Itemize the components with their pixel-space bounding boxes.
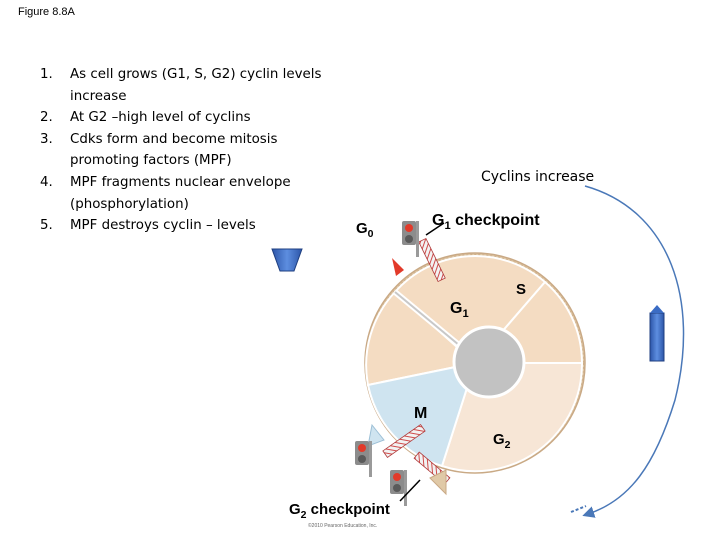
copyright-text: ©2010 Pearson Education, Inc.: [308, 523, 378, 529]
step-text: MPF fragments nuclear envelope (phosphor…: [70, 174, 291, 212]
g0-label: G0: [356, 220, 374, 240]
down-arrow-icon: [271, 248, 303, 272]
g1-subscript: 1: [462, 308, 469, 321]
g1-phase-label: G1: [450, 300, 469, 320]
g1-checkpoint-label: G1 checkpoint: [432, 212, 540, 232]
step-list: 1. As cell grows (G1, S, G2) cyclin level…: [40, 64, 330, 237]
step-number: 3.: [40, 131, 53, 147]
g1-sector-lower: [365, 290, 478, 387]
g2-subscript: 2: [504, 439, 511, 451]
g2-letter: G: [493, 431, 505, 448]
up-arrow-icon: [649, 305, 665, 362]
step-number: 5.: [40, 218, 53, 234]
cyclin-cycle-line: [582, 185, 685, 518]
figure-label: Figure 8.8A: [18, 6, 75, 18]
list-item: 5. MPF destroys cyclin – levels: [40, 215, 330, 237]
g1-sector: [393, 254, 547, 365]
g0-arrow-icon: [392, 258, 404, 276]
m-checkpoint-bar: [382, 423, 426, 459]
g0-subscript: 0: [367, 228, 374, 240]
g1-checkpoint-letter: G: [432, 212, 445, 229]
g1-checkpoint-subscript: 1: [444, 220, 451, 233]
m-arrow-icon: [367, 423, 385, 447]
m-phase-label: M: [414, 405, 428, 422]
m-traffic-light-icon: [355, 441, 372, 477]
step-text: At G2 –high level of cyclins: [70, 110, 251, 126]
cyclins-increase-label: Cyclins increase: [481, 169, 595, 185]
list-item: 2. At G2 –high level of cyclins: [40, 107, 330, 129]
g1-letter: G: [450, 300, 463, 317]
g2-arrow-icon: [429, 469, 447, 496]
step-number: 1.: [40, 67, 53, 82]
g2-checkpoint-text: checkpoint: [306, 501, 390, 518]
g2-checkpoint-subscript: 2: [300, 509, 307, 521]
g2-checkpoint-letter: G: [289, 501, 301, 518]
g2-traffic-light-icon: [390, 470, 407, 506]
cycle-line-tail: [570, 505, 587, 513]
s-phase-label: S: [516, 281, 527, 298]
g0-letter: G: [356, 220, 368, 237]
g1-traffic-light-icon: [402, 221, 419, 257]
step-number: 2.: [40, 110, 53, 126]
g1-checkpoint-text: checkpoint: [450, 212, 540, 229]
m-sector: [366, 361, 477, 468]
step-text: MPF destroys cyclin – levels: [70, 218, 256, 234]
g1-checkpoint-bar: [418, 237, 446, 283]
g2-checkpoint-label: G2 checkpoint: [289, 501, 390, 521]
step-text: Cdks form and become mitosis promoting f…: [70, 131, 278, 169]
g2-phase-label: G2: [493, 431, 511, 451]
step-text: As cell grows (G1, S, G2) cyclin levels …: [70, 67, 322, 104]
list-item: 1. As cell grows (G1, S, G2) cyclin level…: [40, 64, 330, 107]
g2-checkpoint-leader: [399, 479, 421, 502]
nucleus: [452, 325, 526, 399]
g1-checkpoint-leader: [425, 222, 445, 236]
step-number: 4.: [40, 174, 53, 190]
list-item: 4. MPF fragments nuclear envelope (phosp…: [40, 172, 330, 215]
list-item: 3. Cdks form and become mitosis promoting…: [40, 129, 330, 172]
